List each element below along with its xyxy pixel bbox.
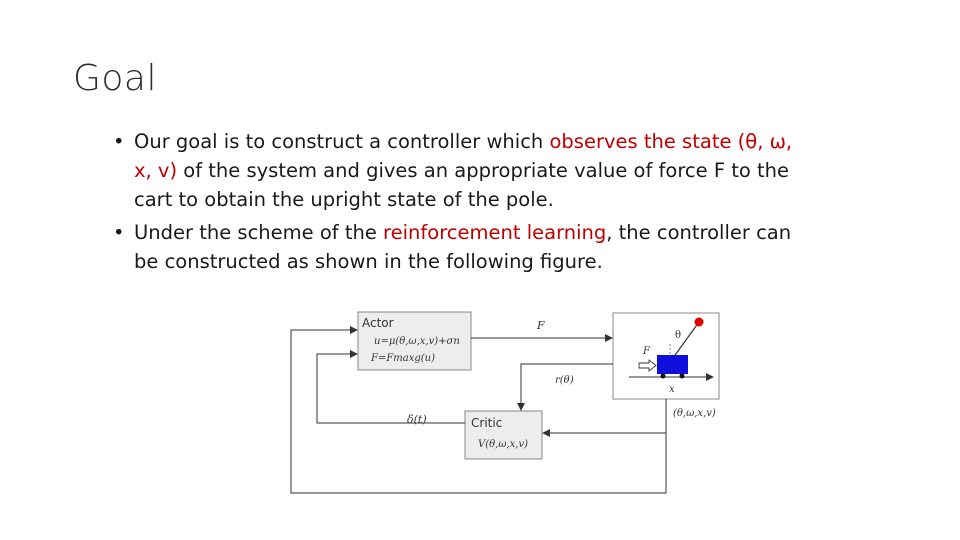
- cart-x-label: x: [669, 384, 675, 395]
- force-label: F: [536, 319, 545, 332]
- actor-title: Actor: [362, 316, 394, 330]
- state-label: (θ,ω,x,v): [673, 408, 716, 419]
- bullet-highlight: reinforcement learning: [383, 221, 607, 244]
- slide-title: Goal: [73, 58, 157, 99]
- actor-critic-diagram: Actor u=μ(θ,ω,x,v)+σn F=Fmaxg(u) Critic …: [290, 311, 720, 494]
- bullet-item: • Under the scheme of the reinforcement l…: [113, 218, 813, 276]
- cart-wheel: [660, 373, 666, 379]
- pole-tip: [694, 317, 704, 327]
- cart: [657, 355, 688, 374]
- bullet-dot-icon: •: [113, 130, 125, 153]
- actor-policy-eq: u=μ(θ,ω,x,v)+σn: [374, 336, 460, 347]
- theta-label: θ: [675, 330, 681, 341]
- td-error-arrow: [316, 350, 465, 424]
- critic-box: [464, 410, 543, 460]
- bullet-text: Under the scheme of the: [134, 221, 384, 244]
- bullet-text: Our goal is to construct a controller wh…: [134, 130, 550, 153]
- push-arrow-icon: [638, 359, 657, 372]
- bullet-list: • Our goal is to construct a controller w…: [113, 127, 813, 280]
- critic-value-eq: V(θ,ω,x,v): [478, 439, 528, 450]
- bullet-dot-icon: •: [113, 221, 125, 244]
- bullet-text: , the controller can be constructed as s…: [134, 221, 792, 273]
- state-to-actor-arrow: [290, 326, 667, 494]
- cart-force-label: F: [642, 346, 651, 357]
- actor-force-eq: F=Fmaxg(u): [370, 353, 435, 364]
- td-error-label: δ(t): [407, 413, 427, 426]
- state-to-critic-arrow: [542, 399, 667, 437]
- bullet-highlight: observes the state (θ, ω, x, v): [134, 130, 793, 182]
- actor-box: [357, 311, 472, 371]
- reward-arrow: [517, 363, 613, 411]
- bullet-item: • Our goal is to construct a controller w…: [113, 127, 813, 214]
- reward-label: r(θ): [555, 375, 574, 386]
- bullet-text: of the system and gives an appropriate v…: [134, 159, 790, 211]
- cart-wheel: [679, 373, 685, 379]
- critic-title: Critic: [471, 416, 502, 430]
